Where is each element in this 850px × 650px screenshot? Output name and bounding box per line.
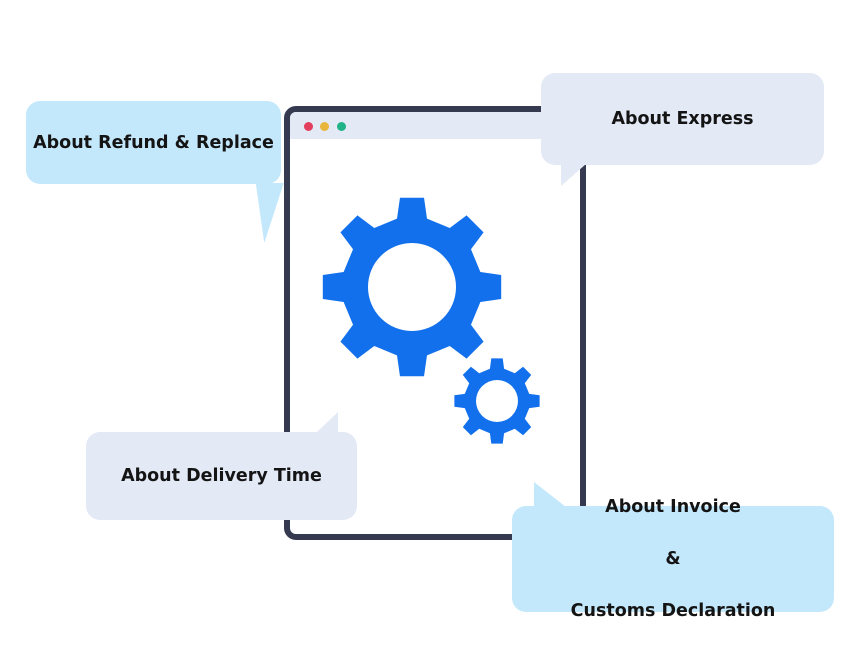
bubble-tail xyxy=(561,164,586,186)
refund-replace-bubble[interactable]: About Refund & Replace xyxy=(26,101,284,243)
express-label: About Express xyxy=(611,109,754,129)
invoice-customs-label: About Invoice & Customs Declaration xyxy=(571,468,776,650)
invoice-customs-bubble[interactable]: About Invoice & Customs Declaration xyxy=(512,482,834,621)
invoice-label-line1: About Invoice xyxy=(605,497,741,517)
bubble-tail xyxy=(236,183,284,243)
window-titlebar xyxy=(290,112,580,139)
maximize-dot-icon xyxy=(337,122,346,131)
refund-replace-label: About Refund & Replace xyxy=(33,132,274,153)
close-dot-icon xyxy=(304,122,313,131)
invoice-label-line2: & xyxy=(665,549,681,569)
minimize-dot-icon xyxy=(320,122,329,131)
bubble-tail xyxy=(534,482,566,507)
delivery-time-bubble[interactable]: About Delivery Time xyxy=(86,412,357,520)
bubble-tail xyxy=(316,412,338,433)
invoice-label-line3: Customs Declaration xyxy=(570,601,776,621)
delivery-time-label: About Delivery Time xyxy=(121,466,322,486)
express-bubble[interactable]: About Express xyxy=(541,73,824,186)
